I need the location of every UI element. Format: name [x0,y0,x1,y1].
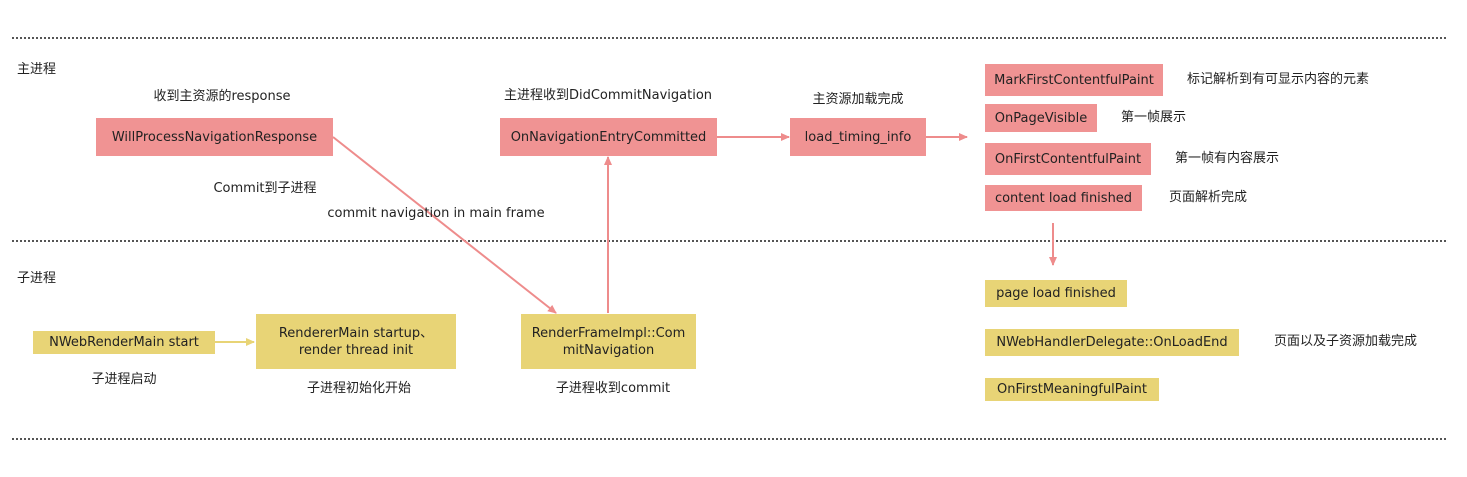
note-page-parse-complete: 页面解析完成 [1169,190,1248,205]
note-commit-navigation-main-frame: commit navigation in main frame [327,206,545,221]
lane-divider-middle [12,240,1446,242]
note-main-resource-loaded: 主资源加载完成 [812,92,904,107]
node-render-frame-impl-commit-navigation: RenderFrameImpl::Com mitNavigation [521,314,696,369]
lane-label-main-process: 主进程 [17,62,57,77]
node-load-timing-info: load_timing_info [790,118,926,156]
note-child-receives-commit: 子进程收到commit [555,381,671,396]
lane-label-child-process: 子进程 [17,271,57,286]
node-nweb-handler-on-load-end: NWebHandlerDelegate::OnLoadEnd [985,329,1239,356]
node-nweb-render-main-start: NWebRenderMain start [33,331,215,354]
arrow-will-process-to-render-frame-commit [332,136,557,314]
note-child-process-start: 子进程启动 [91,372,157,387]
node-mark-first-contentful-paint: MarkFirstContentfulPaint [985,64,1163,96]
node-on-first-meaningful-paint: OnFirstMeaningfulPaint [985,378,1159,401]
node-page-load-finished: page load finished [985,280,1127,307]
node-on-page-visible: OnPageVisible [985,104,1097,132]
note-first-frame-shown: 第一帧展示 [1121,110,1187,125]
note-page-and-subresources-loaded: 页面以及子资源加载完成 [1274,334,1418,349]
note-commit-to-child: Commit到子进程 [213,181,317,196]
lane-divider-top [12,37,1446,39]
note-child-init-start: 子进程初始化开始 [306,381,412,396]
note-receive-main-response: 收到主资源的response [153,89,291,104]
node-renderer-main-startup: RendererMain startup、 render thread init [256,314,456,369]
note-main-receives-did-commit: 主进程收到DidCommitNavigation [503,88,713,103]
note-mark-parse-visible: 标记解析到有可显示内容的元素 [1187,72,1370,87]
note-first-frame-content-shown: 第一帧有内容展示 [1175,151,1280,166]
lane-divider-bottom [12,438,1446,440]
node-will-process-navigation-response: WillProcessNavigationResponse [96,118,333,156]
node-on-navigation-entry-committed: OnNavigationEntryCommitted [500,118,717,156]
node-content-load-finished: content load finished [985,185,1142,211]
node-on-first-contentful-paint: OnFirstContentfulPaint [985,143,1151,175]
